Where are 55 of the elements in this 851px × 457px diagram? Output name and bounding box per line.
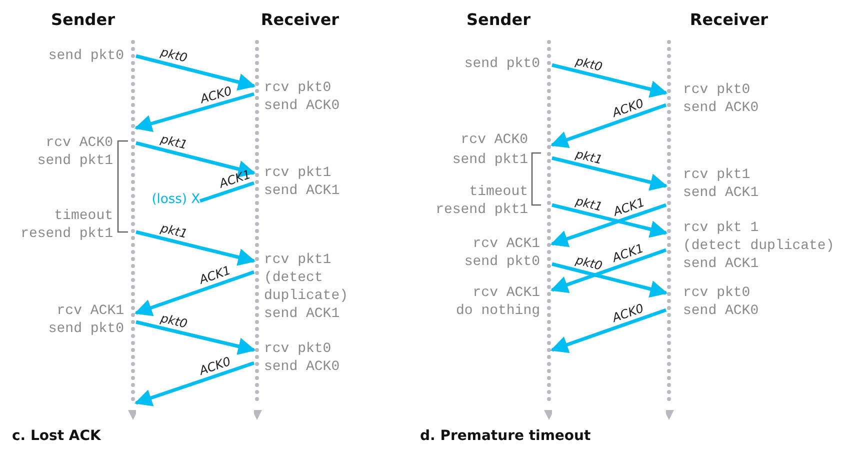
event-text: timeout resend pkt1 — [436, 183, 528, 219]
message-label: pkt0 — [574, 54, 604, 74]
participant-header: Receiver — [260, 10, 340, 29]
message-label: pkt1 — [574, 146, 604, 167]
message-label: ACK0 — [198, 83, 234, 106]
message-arrow — [134, 92, 254, 132]
message-label: ACK0 — [198, 354, 233, 378]
message-arrow — [552, 156, 668, 191]
event-text: rcv pkt0 send ACK0 — [264, 340, 340, 376]
message-arrow — [136, 320, 256, 355]
participant-header: Sender — [51, 10, 115, 29]
message-label: pkt0 — [159, 45, 189, 66]
event-text: rcv ACK1 send pkt0 — [48, 302, 124, 338]
message-label: ACK1 — [611, 240, 646, 264]
event-text: rcv ACK0 send pkt1 — [37, 134, 113, 170]
message-arrow — [550, 308, 667, 354]
message-label: ACK0 — [611, 96, 646, 120]
event-text: rcv pkt1 (detect duplicate) send ACK1 — [264, 251, 348, 323]
message-arrow — [550, 203, 667, 248]
event-text: rcv ACK0 send pkt1 — [452, 131, 528, 170]
event-text: rcv pkt1 send ACK1 — [264, 164, 340, 200]
participant-header: Receiver — [690, 10, 768, 29]
loss-marker: (loss) X — [150, 192, 200, 207]
event-text: rcv pkt1 send ACK1 — [683, 166, 759, 202]
message-label: pkt0 — [574, 252, 604, 274]
message-label: pkt1 — [159, 220, 189, 241]
message-label: ACK0 — [611, 300, 646, 324]
event-text: rcv pkt0 send ACK0 — [264, 79, 340, 115]
message-arrow — [136, 141, 256, 178]
message-arrow — [552, 262, 668, 298]
message-arrow — [134, 270, 255, 316]
event-text: rcv ACK1 do nothing — [456, 284, 540, 320]
message-arrow — [136, 230, 256, 266]
message-arrow — [552, 63, 668, 98]
event-text: rcv pkt0 send ACK0 — [683, 284, 759, 320]
message-label: ACK1 — [217, 167, 252, 191]
message-label: ACK1 — [198, 262, 233, 287]
participant-header: Sender — [466, 10, 530, 29]
message-arrow — [550, 103, 667, 148]
message-label: ACK1 — [611, 195, 646, 220]
event-text: send pkt0 — [464, 55, 540, 73]
figure-caption: c. Lost ACK — [12, 428, 101, 444]
message-label: pkt1 — [574, 194, 604, 214]
event-text: rcv pkt 1 (detect duplicate) send ACK1 — [683, 219, 834, 273]
message-arrow — [552, 203, 668, 238]
event-text: timeout resend pkt1 — [20, 207, 113, 243]
message-arrow — [134, 361, 255, 406]
figure-caption: d. Premature timeout — [420, 428, 591, 444]
message-label: pkt0 — [159, 310, 188, 331]
message-arrow — [136, 54, 256, 91]
message-label: pkt1 — [159, 132, 189, 152]
event-text: send pkt0 — [48, 47, 124, 65]
message-arrow — [550, 248, 667, 294]
event-text: rcv pkt0 send ACK0 — [683, 81, 759, 117]
event-text: rcv ACK1 send pkt0 — [464, 235, 540, 271]
